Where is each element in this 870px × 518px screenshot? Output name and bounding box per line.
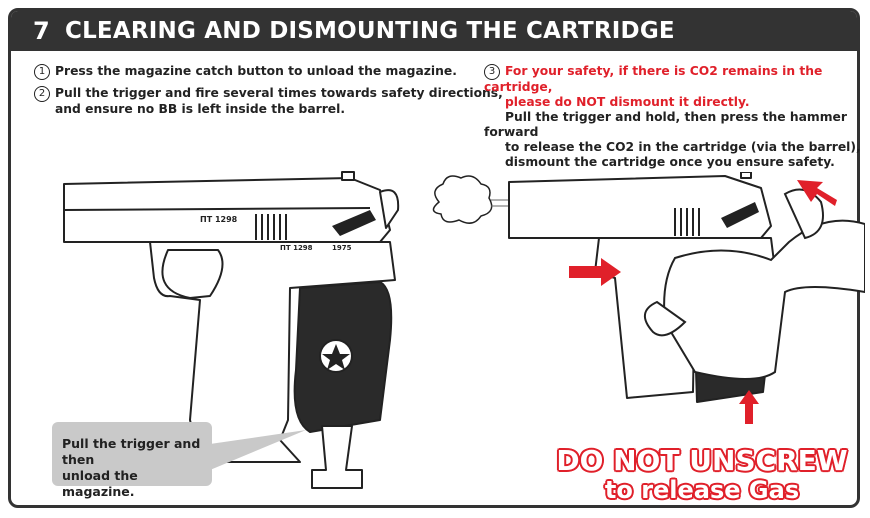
instruction-panel: 7 CLEARING AND DISMOUNTING THE CARTRIDGE	[8, 8, 860, 508]
cartridge-arrow-icon	[739, 390, 759, 424]
hammer-arrow-icon	[797, 180, 837, 206]
step-3-warning-2: please do NOT dismount it directly.	[505, 95, 750, 109]
step-3-line-2: to release the CO2 in the cartridge (via…	[505, 140, 861, 154]
callout-box: Pull the trigger and then unload the mag…	[52, 422, 212, 499]
trigger-arrow-icon	[569, 258, 621, 286]
step-2: 2 Pull the trigger and fire several times…	[34, 86, 503, 117]
pistol-illustration-right	[432, 172, 865, 424]
callout-line-2: unload the magazine.	[62, 468, 138, 499]
step-2-line-2: and ensure no BB is left inside the barr…	[55, 102, 346, 116]
step-3-line-3: dismount the cartridge once you ensure s…	[505, 155, 835, 169]
pistol-model-text: ПТ 1298	[200, 215, 238, 224]
pistol-marking-text: ПТ 1298	[280, 244, 313, 252]
step-3-warning-1: For your safety, if there is CO2 remains…	[484, 64, 823, 94]
pistol-year-text: 1975	[332, 244, 352, 252]
step-1-marker: 1	[34, 64, 50, 80]
step-3-marker: 3	[484, 64, 500, 80]
gas-cloud-icon	[432, 175, 493, 224]
step-1-text: Press the magazine catch button to unloa…	[55, 64, 457, 78]
warning-line-2: to release Gas	[604, 476, 800, 504]
warning-line-1: DO NOT UNSCREW	[556, 444, 848, 477]
step-2-marker: 2	[34, 86, 50, 102]
callout-pointer	[210, 430, 306, 470]
section-number: 7	[33, 17, 50, 45]
step-1: 1 Press the magazine catch button to unlo…	[34, 64, 457, 80]
pistol-illustration-left: ПТ 1298 ПТ 1298 1975	[63, 171, 400, 489]
section-title: CLEARING AND DISMOUNTING THE CARTRIDGE	[65, 18, 675, 44]
section-header: 7 CLEARING AND DISMOUNTING THE CARTRIDGE	[11, 11, 857, 51]
step-2-line-1: Pull the trigger and fire several times …	[55, 86, 503, 100]
step-3-line-1: Pull the trigger and hold, then press th…	[484, 110, 847, 139]
callout-line-1: Pull the trigger and then	[62, 436, 201, 467]
